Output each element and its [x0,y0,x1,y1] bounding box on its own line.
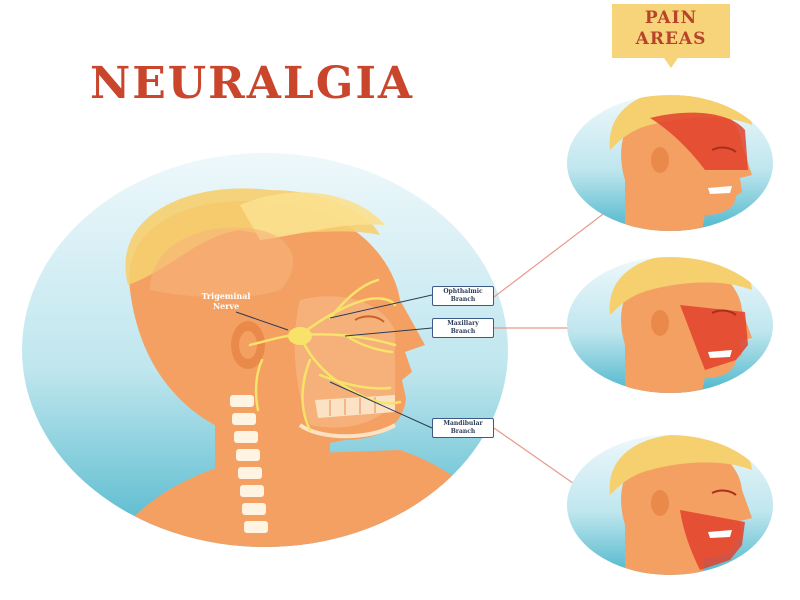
trigeminal-label-line-2: Nerve [212,301,240,311]
mandibular-branch-label: Mandibular Branch [432,418,494,438]
pain-areas-line-1: PAIN [644,8,698,28]
main-head-illustration [22,153,508,547]
pain-area-maxillary [567,257,773,393]
ophthalmic-branch-label: Ophthalmic Branch [432,286,494,306]
pain-areas-line-2: AREAS [635,29,707,49]
mandibular-line-1: Mandibular [443,420,483,427]
pain-areas-label: PAIN AREAS [612,8,730,50]
branch-connector-lines [493,204,616,489]
pain-area-ophthalmic [567,95,773,231]
pain-area-mandibular [567,435,773,575]
page-title: NEURALGIA [90,58,415,109]
maxillary-branch-label: Maxillary Branch [432,318,494,338]
mandibular-line-2: Branch [450,428,476,435]
maxillary-line-2: Branch [450,328,476,335]
pain-areas-banner [612,4,730,68]
trigeminal-label-line-1: Trigeminal [201,291,251,301]
ophthalmic-line-2: Branch [450,296,476,303]
ophthalmic-line-1: Ophthalmic [443,288,483,295]
trigeminal-nerve-label: Trigeminal Nerve [186,291,266,311]
maxillary-line-1: Maxillary [447,320,479,327]
